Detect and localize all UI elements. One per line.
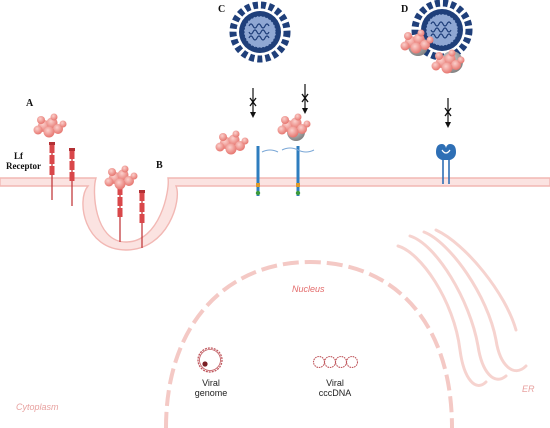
plasma-membrane [0, 177, 550, 251]
blocked-arrow-icon [444, 97, 452, 129]
nucleus [164, 259, 454, 428]
label-panel-d: D [401, 4, 409, 15]
label-receptor-line2: Receptor [6, 161, 41, 171]
label-receptor-line1: Lf [14, 151, 23, 161]
blocked-arrow-icon [301, 83, 309, 115]
blocked-arrow-icon [249, 87, 257, 119]
lactoferrin-protein-icon [215, 130, 249, 155]
virus-icon [233, 5, 287, 59]
endoplasmic-reticulum [396, 228, 528, 387]
lactoferrin-protein-icon [277, 113, 311, 141]
panel-d-blocked-virus [400, 3, 470, 184]
label-panel-b: B [156, 160, 163, 171]
lactoferrin-protein-icon [400, 29, 434, 56]
lactoferrin-protein-icon [431, 49, 465, 74]
label-panel-a: A [26, 98, 34, 109]
panel-c-blocked-virus [215, 5, 315, 196]
receptor-icon [116, 183, 124, 243]
label-viral-cccdna-line1: Viral [326, 378, 344, 388]
circular-genome-icon [197, 347, 223, 373]
label-nucleus: Nucleus [292, 284, 325, 294]
lactoferrin-protein-icon [33, 113, 67, 138]
label-viral-genome-line2: genome [194, 388, 228, 398]
label-cytoplasm: Cytoplasm [16, 402, 59, 412]
panel-a-receptors [33, 113, 76, 207]
cccdna-icon [312, 355, 359, 369]
label-panel-c: C [218, 4, 226, 15]
label-er: ER [522, 384, 535, 394]
receptor-icon [48, 141, 56, 201]
host-receptor-icon [436, 144, 456, 184]
label-viral-cccdna-line2: cccDNA [318, 388, 352, 398]
panel-b-endocytosis [104, 165, 146, 249]
host-receptor-icon [255, 146, 315, 196]
label-viral-genome-line1: Viral [202, 378, 220, 388]
lactoferrin-protein-icon [104, 165, 138, 190]
receptor-icon [68, 147, 76, 207]
